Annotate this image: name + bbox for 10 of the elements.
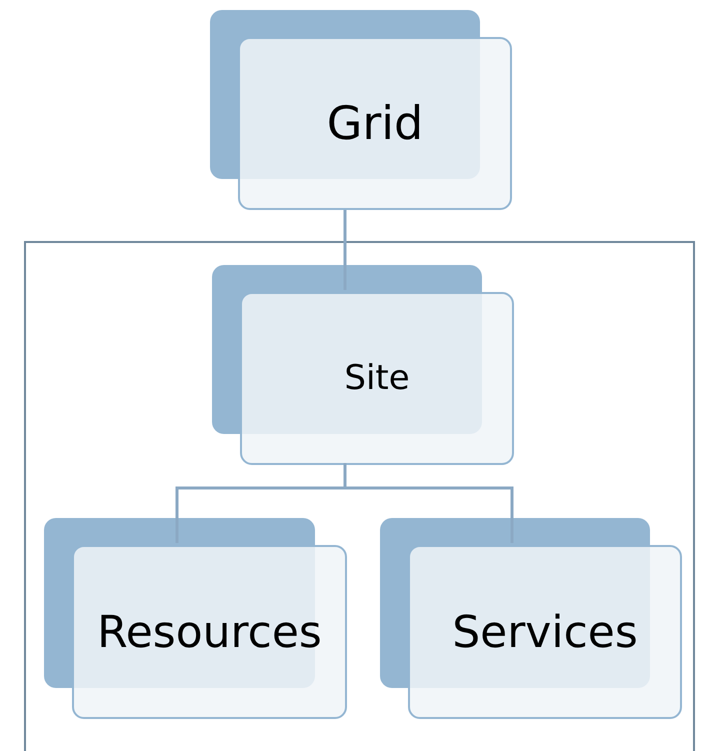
box-label: Resources — [97, 606, 322, 660]
connector-line — [344, 210, 346, 290]
frame-outline — [24, 241, 695, 751]
box-label: Grid — [326, 94, 424, 152]
org-box — [238, 37, 512, 210]
org-box — [72, 545, 347, 719]
box-label: Services — [452, 606, 638, 660]
box-label: Site — [344, 357, 410, 400]
org-box — [240, 292, 514, 465]
org-box — [408, 545, 682, 719]
